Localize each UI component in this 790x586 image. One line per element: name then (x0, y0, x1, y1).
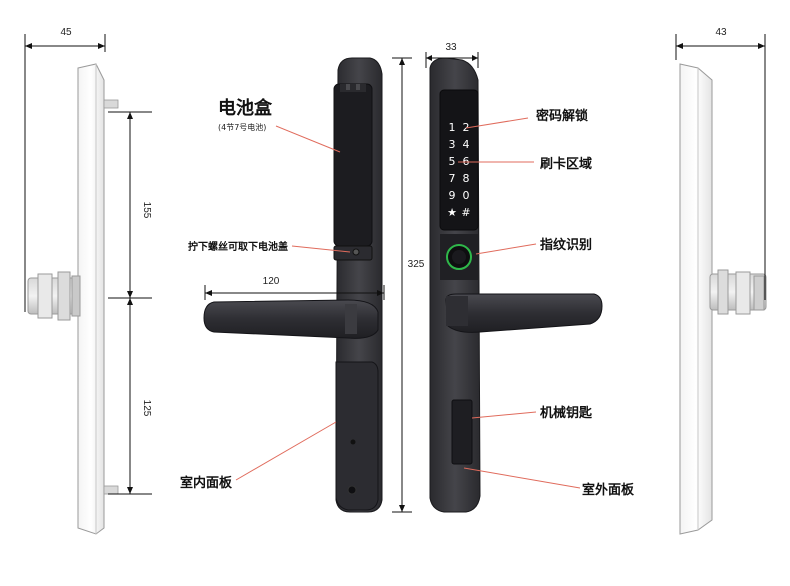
keypad-key[interactable]: 4 (463, 138, 470, 151)
callout-unscrew-note: 拧下螺丝可取下电池盖 (188, 240, 288, 253)
keypad-key[interactable]: # (461, 206, 470, 219)
callout-outdoor-panel: 室外面板 (582, 482, 635, 498)
left-screw-top (103, 99, 119, 109)
dim-top-width-label: 33 (445, 42, 457, 53)
dim-total-height: 325 (392, 57, 426, 513)
keypad-key[interactable]: 1 (449, 121, 456, 134)
dim-right-width: 43 (675, 27, 766, 300)
dim-left-heights: 155 125 (108, 111, 152, 495)
callout-card-area: 刷卡区域 (540, 156, 592, 172)
callout-mechanical-key: 机械钥匙 (540, 405, 593, 421)
dim-upper-height-label: 155 (141, 202, 152, 219)
left-screw-bottom (103, 485, 119, 495)
dim-right-width-label: 43 (715, 27, 727, 38)
keypad-key[interactable]: 9 (449, 189, 456, 202)
indoor-screw-bottom (347, 485, 357, 495)
indoor-hole (350, 439, 356, 445)
callout-indoor-panel: 室内面板 (180, 475, 233, 491)
dim-lower-height-label: 125 (141, 400, 152, 417)
indoor-handle (203, 299, 379, 339)
callout-battery-box: 电池盒 (218, 97, 273, 119)
dim-left-width: 45 (24, 27, 106, 312)
leader-lines (235, 117, 581, 489)
left-cylinder (27, 271, 81, 321)
keypad-key[interactable]: 5 (449, 155, 456, 168)
cover-screw (352, 248, 360, 256)
callout-fingerprint: 指纹识别 (540, 237, 592, 253)
indoor-panel (333, 57, 383, 513)
keypad-key[interactable]: ★ (447, 206, 457, 219)
right-cylinder (709, 269, 767, 315)
keypad-key[interactable]: 7 (449, 172, 456, 185)
keypad-key[interactable]: 8 (463, 172, 470, 185)
keypad-glass (439, 89, 479, 231)
callout-battery-note: (4节7号电池) (218, 122, 266, 132)
callout-password-unlock: 密码解锁 (535, 108, 588, 124)
dim-top-width: 33 (425, 42, 479, 68)
keypad-key[interactable]: 3 (449, 138, 456, 151)
dim-total-height-label: 325 (408, 259, 425, 270)
outdoor-handle (445, 293, 603, 333)
right-side-view (679, 63, 767, 535)
dim-left-width-label: 45 (60, 27, 72, 38)
mechanical-key-cover[interactable] (451, 399, 473, 465)
battery-cover (333, 83, 373, 247)
dim-handle-length: 120 (204, 276, 385, 300)
dim-handle-length-label: 120 (263, 276, 280, 287)
left-side-view (27, 63, 119, 535)
keypad-key[interactable]: 0 (463, 189, 470, 202)
